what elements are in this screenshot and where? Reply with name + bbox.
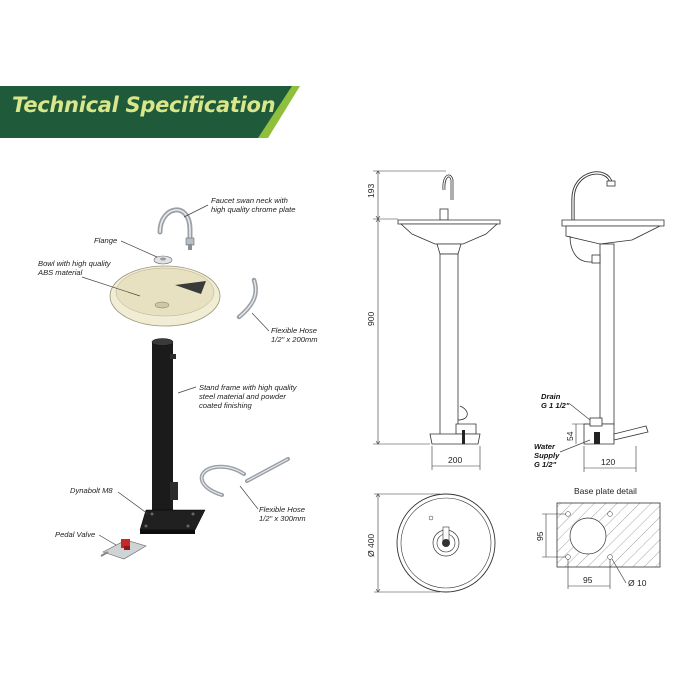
label-supply-line2: Supply	[534, 451, 560, 460]
callout-bowl-line2: ABS material	[37, 268, 83, 277]
callout-faucet-line2: high quality chrome plate	[211, 205, 295, 214]
title-banner	[0, 86, 300, 138]
plan-view	[396, 493, 496, 593]
dim-supply-height: 54	[565, 431, 575, 441]
dim-plate-width: 95	[583, 575, 593, 585]
faucet-part	[157, 207, 195, 250]
callout-faucet-line1: Faucet swan neck with	[211, 196, 288, 205]
dim-plate-height: 95	[535, 531, 545, 541]
dim-side-base-width: 120	[601, 457, 615, 467]
label-drain-line2: G 1 1/2"	[541, 401, 570, 410]
callout-stand-line3: coated finishing	[199, 401, 253, 410]
bowl-part	[109, 265, 221, 327]
callout-hose300-line2: 1/2" x 300mm	[259, 514, 306, 523]
label-supply-line3: G 1/2"	[534, 460, 557, 469]
callout-dynabolt: Dynabolt M8	[70, 486, 113, 495]
flexible-hose-200-part	[236, 277, 258, 320]
pedal-valve-part	[100, 539, 147, 560]
flexible-hose-300-part	[199, 457, 290, 497]
callout-pedal-valve: Pedal Valve	[55, 530, 95, 539]
dim-bowl-diameter: Ø 400	[366, 534, 376, 557]
dim-base-width: 200	[448, 455, 462, 465]
callout-hose200-line1: Flexible Hose	[271, 326, 317, 335]
flange-part	[153, 255, 173, 265]
stand-frame-part	[139, 338, 206, 534]
dim-faucet-height: 193	[366, 184, 376, 198]
callout-bowl-line1: Bowl with high quality	[38, 259, 112, 268]
page-title: Technical Specification	[12, 93, 276, 117]
callout-stand-line1: Stand frame with high quality	[199, 383, 298, 392]
dim-column-height: 900	[366, 312, 376, 326]
base-plate-title: Base plate detail	[574, 486, 637, 496]
callout-flange: Flange	[94, 236, 117, 245]
callout-hose300-line1: Flexible Hose	[259, 505, 305, 514]
callout-stand-line2: steel material and powder	[199, 392, 286, 401]
label-drain-line1: Drain	[541, 392, 561, 401]
dim-hole-diameter: Ø 10	[628, 578, 647, 588]
front-elevation-view	[397, 174, 501, 445]
base-plate-detail	[556, 502, 661, 568]
callout-hose200-line2: 1/2" x 200mm	[271, 335, 318, 344]
label-supply-line1: Water	[534, 442, 556, 451]
side-elevation-view	[561, 171, 665, 445]
